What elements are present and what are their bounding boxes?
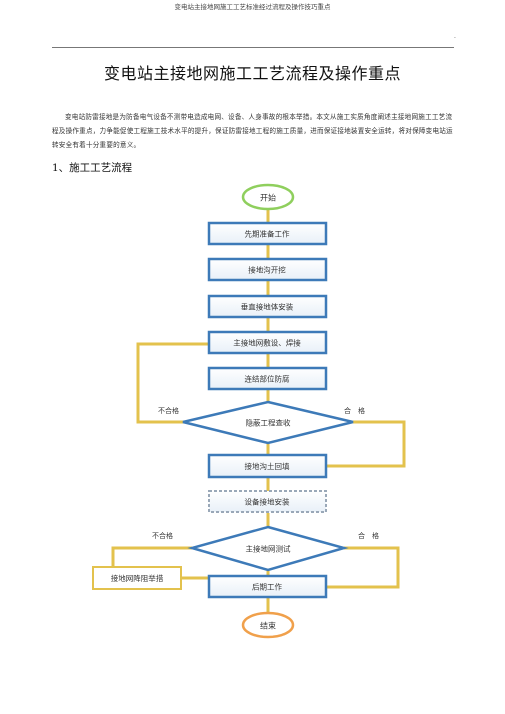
- check2-pass-label: 合 格: [358, 531, 379, 540]
- step-mainnet-label: 主接地网敷设、焊接: [233, 338, 301, 348]
- later-work-box: [207, 574, 328, 599]
- step-anticorrosion-box: [207, 366, 328, 391]
- step-prep-box: [207, 221, 328, 246]
- document-title: 变电站主接地网施工工艺流程及操作重点: [103, 64, 401, 83]
- remedy-box: [92, 566, 182, 590]
- check1-label: 隐蔽工程查收: [246, 418, 291, 428]
- end-node: [241, 611, 295, 639]
- end-label: 结束: [260, 621, 276, 631]
- start-node: [241, 183, 295, 211]
- check2-fail-label: 不合格: [152, 531, 173, 540]
- step-trench-label: 接地沟开挖: [248, 265, 286, 275]
- remedy-label: 接地网降阻举措: [111, 573, 164, 583]
- check2-diamond: [187, 525, 349, 572]
- step-mainnet-box: [207, 330, 328, 355]
- step-trench-box: [207, 257, 328, 282]
- step-vertical-box: [207, 294, 328, 319]
- page-mark: .: [454, 33, 456, 40]
- backfill-box: [207, 453, 328, 479]
- running-header: 变电站主接地网施工工艺标准经过流程及操作技巧重点: [174, 3, 331, 11]
- step-vertical-label: 垂直接地体安装: [241, 302, 294, 312]
- step-prep-label: 先期准备工作: [245, 229, 290, 239]
- backfill-label: 接地沟土回填: [245, 461, 290, 471]
- device-install-box: [208, 490, 327, 513]
- connector-lines: [111, 209, 406, 612]
- later-work-label: 后期工作: [252, 582, 282, 592]
- start-label: 开始: [260, 193, 276, 203]
- check2-label: 主接地网测试: [246, 544, 291, 554]
- section-heading: 1、施工工艺流程: [52, 162, 133, 174]
- intro-paragraph: 变电站防雷接地是为防备电气设备不测带电造成电网、设备、人身事故的根本举措。本文从…: [52, 113, 453, 149]
- check1-fail-label: 不合格: [158, 406, 179, 415]
- check1-pass-label: 合 格: [344, 406, 365, 415]
- device-install-label: 设备接地安装: [245, 497, 290, 507]
- check1-diamond: [182, 400, 354, 445]
- step-anticorrosion-label: 连结部位防腐: [245, 374, 290, 384]
- header-rule: [52, 47, 454, 48]
